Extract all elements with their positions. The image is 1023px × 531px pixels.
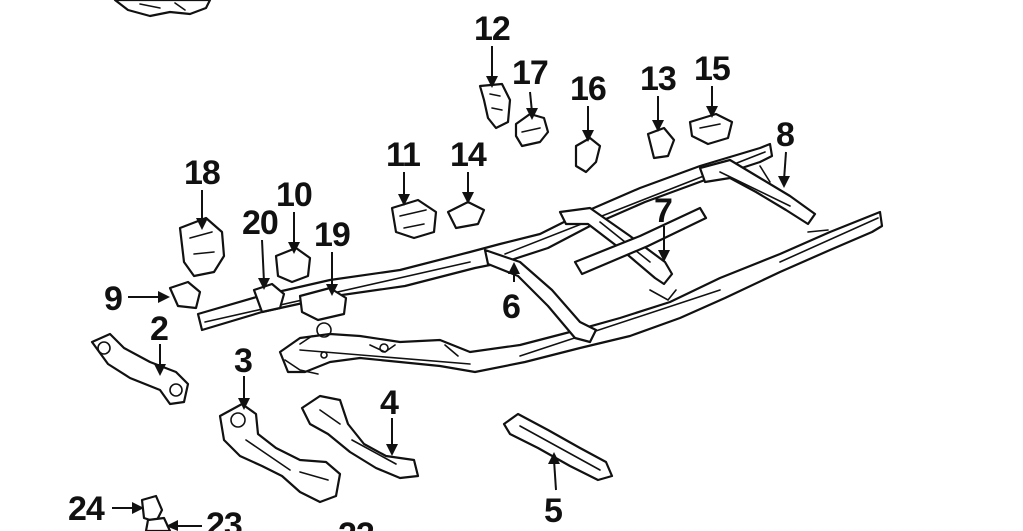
callout-22: 22	[338, 516, 374, 531]
callout-24: 24	[68, 490, 105, 528]
callout-20: 20	[242, 204, 278, 242]
bracket-13	[646, 126, 676, 160]
callout-3: 3	[234, 342, 252, 380]
callout-15: 15	[694, 50, 730, 88]
crossmember-center	[558, 206, 674, 286]
callout-13: 13	[640, 60, 676, 98]
crossmember-diagonal	[573, 206, 708, 276]
part-23	[144, 516, 172, 531]
callout-9: 9	[104, 280, 122, 318]
callout-8: 8	[776, 116, 794, 154]
bracket-14	[446, 200, 486, 230]
arm-3	[218, 402, 342, 504]
crossmember-rear	[698, 158, 817, 226]
callout-18: 18	[184, 154, 220, 192]
callout-7: 7	[654, 192, 672, 230]
callout-labels: 12 17 16 13 15 8 11 14 18 10 20 19 7 9 2…	[68, 10, 795, 531]
mount-15	[688, 112, 734, 146]
leader-lines	[112, 46, 790, 531]
callout-16: 16	[570, 70, 606, 108]
callout-14: 14	[450, 136, 487, 174]
callout-19: 19	[314, 216, 350, 254]
bracket-19	[298, 286, 348, 338]
control-arm-2	[90, 332, 190, 406]
bracket-18	[178, 216, 226, 278]
frame-side-rail-far	[196, 142, 774, 332]
frame-assembly	[196, 142, 884, 375]
callout-5: 5	[544, 492, 562, 530]
callout-4: 4	[380, 384, 399, 422]
bracket-12	[478, 82, 512, 130]
crossmember-5	[502, 412, 614, 482]
bracket-16	[574, 136, 602, 174]
bracket-10	[274, 246, 312, 284]
bracket-11	[390, 198, 438, 240]
callout-12: 12	[474, 10, 510, 48]
part-24	[140, 494, 164, 524]
bracket-9	[168, 280, 202, 310]
callout-11: 11	[386, 136, 420, 174]
callout-10: 10	[276, 176, 312, 214]
bracket-20	[252, 282, 286, 314]
callout-2: 2	[150, 310, 168, 348]
callout-17: 17	[512, 54, 548, 92]
partial-part-top-left	[113, 0, 212, 18]
arm-4	[300, 394, 420, 480]
callout-23: 23	[206, 506, 242, 531]
callout-6: 6	[502, 288, 520, 326]
